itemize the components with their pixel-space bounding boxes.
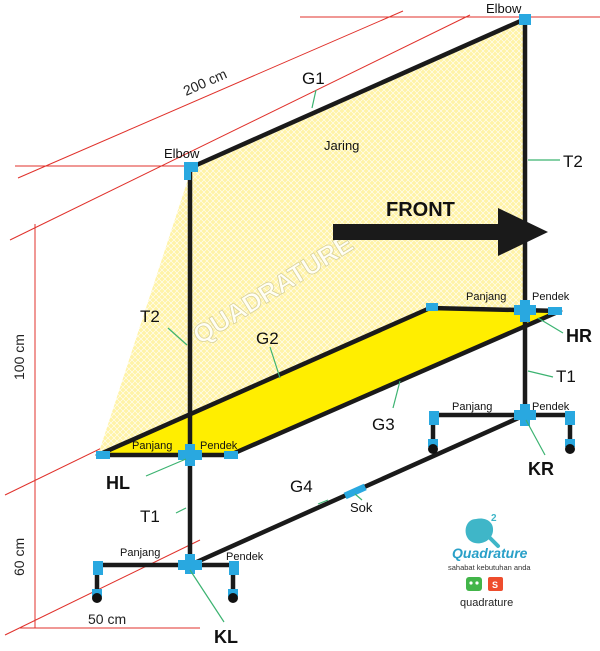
t2-left-label: T2	[140, 307, 160, 326]
pipe-g3	[227, 308, 563, 458]
kl-label: KL	[214, 627, 238, 647]
kr-long-label: Panjang	[452, 401, 492, 413]
sok-label: Sok	[350, 500, 373, 515]
t1-right-label: T1	[556, 367, 576, 386]
hl-long-label: Panjang	[132, 440, 172, 452]
svg-text:2: 2	[491, 513, 497, 524]
hr-label: HR	[566, 326, 592, 346]
brand-block: 2 Quadrature sahabat kebutuhan anda S qu…	[448, 513, 531, 609]
g3-label: G3	[372, 415, 395, 434]
g4-label: G4	[290, 477, 313, 496]
dim-width-label: 50 cm	[88, 611, 126, 627]
t2-right-label: T2	[563, 152, 583, 171]
t1-left-label: T1	[140, 507, 160, 526]
elbow-top-left-label: Elbow	[164, 146, 200, 161]
pipe-g2	[95, 305, 433, 458]
tokopedia-icon	[466, 577, 482, 591]
front-label: FRONT	[386, 199, 455, 221]
front-arrow-icon	[333, 208, 548, 256]
joints	[92, 14, 575, 597]
hl-short-label: Pendek	[200, 440, 238, 452]
kl-short-label: Pendek	[226, 551, 264, 563]
brand-logo-text: Quadrature	[452, 545, 528, 561]
hr-long-label: Panjang	[466, 291, 506, 303]
hr-short-label: Pendek	[532, 291, 570, 303]
kr-short-label: Pendek	[532, 401, 570, 413]
dim-lower-height-label: 60 cm	[11, 538, 27, 576]
dim-length-label: 200 cm	[181, 65, 229, 98]
kl-long-label: Panjang	[120, 547, 160, 559]
kr-label: KR	[528, 459, 554, 479]
quadrature-logo-icon: 2	[465, 513, 500, 548]
foot-caps	[92, 444, 575, 603]
dim-upper-height-label: 100 cm	[11, 334, 27, 380]
brand-tagline: sahabat kebutuhan anda	[448, 563, 531, 572]
hl-label: HL	[106, 473, 130, 493]
shop-name: quadrature	[460, 597, 513, 609]
leaders	[145, 89, 564, 623]
pipe-hr	[427, 305, 563, 314]
svg-text:S: S	[492, 580, 498, 590]
elbow-top-right-label: Elbow	[486, 1, 522, 16]
g1-label: G1	[302, 69, 325, 88]
g2-label: G2	[256, 329, 279, 348]
shopee-icon	[488, 577, 503, 591]
dimension-lines	[4, 10, 600, 636]
net-label: Jaring	[324, 138, 359, 153]
pipe-g1	[189, 16, 528, 170]
